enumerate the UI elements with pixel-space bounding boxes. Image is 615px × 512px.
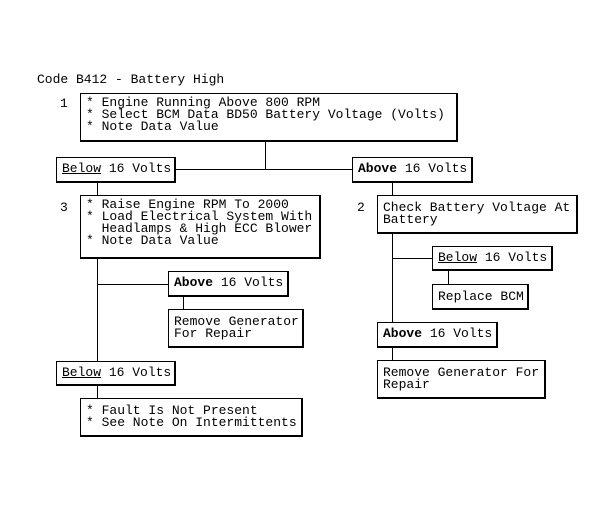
connector xyxy=(183,296,184,309)
step-line: * Note Data Value xyxy=(86,233,219,248)
connector xyxy=(392,258,432,259)
result-line: * See Note On Intermittents xyxy=(86,415,297,430)
branch-above-2: Above 16 Volts xyxy=(377,322,498,348)
result-line: Remove Generator xyxy=(174,314,299,329)
result-below-3: * Fault Is Not Present* See Note On Inte… xyxy=(80,398,303,437)
result-line: Replace BCM xyxy=(438,289,524,304)
connector xyxy=(448,270,449,284)
step-line: * Raise Engine RPM To 2000 xyxy=(86,197,289,212)
branch-keyword: Below xyxy=(62,161,102,176)
branch-above-3: Above 16 Volts xyxy=(168,271,289,297)
step-line: * Select BCM Data BD50 Battery Voltage (… xyxy=(86,107,445,122)
connector xyxy=(97,258,98,361)
branch-value: 16 Volts xyxy=(397,161,468,176)
connector xyxy=(392,182,393,195)
diagram-title: Code B412 - Battery High xyxy=(37,72,225,87)
step-line: Check Battery Voltage At xyxy=(383,200,571,215)
step-1-box: * Engine Running Above 800 RPM* Select B… xyxy=(80,93,458,142)
branch-keyword: Above xyxy=(174,275,214,290)
branch-value: 16 Volts xyxy=(422,326,493,341)
step-number: 1 xyxy=(60,96,68,111)
step-line: Headlamps & High ECC Blower xyxy=(86,221,313,236)
branch-below-2: Below 16 Volts xyxy=(432,246,553,271)
branch-value: 16 Volts xyxy=(213,275,284,290)
branch-value: 16 Volts xyxy=(477,250,548,265)
connector xyxy=(392,233,393,322)
step-number: 3 xyxy=(60,200,68,215)
step-line: * Engine Running Above 800 RPM xyxy=(86,95,321,110)
step-3-box: * Raise Engine RPM To 2000* Load Electri… xyxy=(80,195,321,259)
branch-keyword: Above xyxy=(358,161,398,176)
connector xyxy=(175,169,352,170)
result-line: For Repair xyxy=(174,326,253,341)
connector xyxy=(97,182,98,195)
branch-below-1: Below 16 Volts xyxy=(56,157,176,183)
branch-keyword: Below xyxy=(438,250,478,265)
result-below-2: Replace BCM xyxy=(432,284,529,310)
connector xyxy=(392,347,393,360)
branch-above-1: Above 16 Volts xyxy=(352,157,473,183)
connector xyxy=(265,141,266,169)
result-line: Repair xyxy=(383,377,430,392)
result-line: Remove Generator For xyxy=(383,365,540,380)
branch-value: 16 Volts xyxy=(101,161,172,176)
branch-value: 16 Volts xyxy=(101,365,172,380)
branch-keyword: Below xyxy=(62,365,102,380)
connector xyxy=(97,284,168,285)
step-line: Battery xyxy=(383,212,438,227)
step-number: 2 xyxy=(357,200,365,215)
connector xyxy=(97,385,98,398)
result-line: * Fault Is Not Present xyxy=(86,403,258,418)
step-line: * Note Data Value xyxy=(86,119,219,134)
branch-keyword: Above xyxy=(383,326,423,341)
step-line: * Load Electrical System With xyxy=(86,209,313,224)
branch-below-3: Below 16 Volts xyxy=(56,361,176,386)
